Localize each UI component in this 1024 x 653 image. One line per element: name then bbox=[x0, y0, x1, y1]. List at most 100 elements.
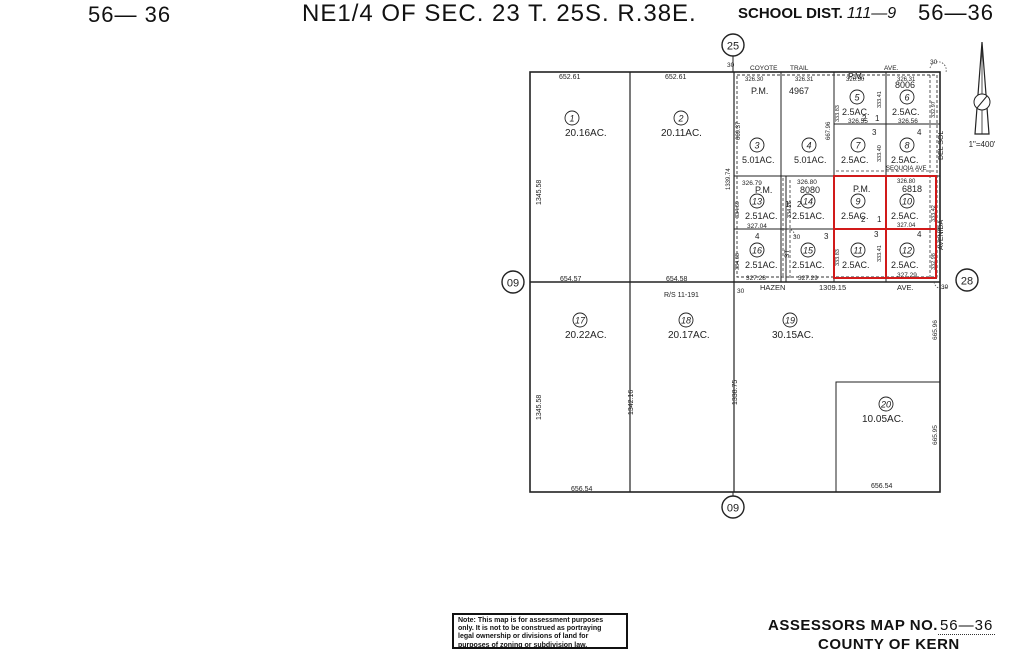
dimension: 326.30 bbox=[745, 77, 764, 83]
dimension: 327.04 bbox=[897, 223, 916, 229]
dimension: 332.98 bbox=[931, 253, 937, 270]
parcel-number-circle bbox=[801, 137, 817, 153]
lot-number: 1 bbox=[877, 215, 882, 224]
school-district: SCHOOL DIST. 111—9 bbox=[738, 5, 896, 23]
parcel-number: 6 bbox=[904, 93, 909, 103]
parcel-number-circle bbox=[850, 242, 866, 258]
dimension: 665.96 bbox=[932, 320, 939, 340]
dimension: 1342.16 bbox=[628, 390, 635, 415]
svg-text:09: 09 bbox=[727, 503, 739, 515]
parcel-number-circle bbox=[564, 110, 580, 126]
parcel-number-circle bbox=[878, 396, 894, 412]
dimension: 1345.58 bbox=[536, 180, 543, 205]
svg-text:28: 28 bbox=[961, 276, 973, 288]
street-width: 30 bbox=[930, 59, 938, 66]
dimension: 334.26 bbox=[787, 201, 793, 218]
parcel-map-label: P.M. bbox=[848, 71, 864, 81]
parcel-acreage: 2.5AC. bbox=[891, 260, 919, 270]
parcel-number: 2 bbox=[677, 114, 683, 124]
parcel-acreage: 2.51AC. bbox=[745, 260, 778, 270]
dimension: 326.80 bbox=[797, 179, 817, 186]
parcel-number: 5 bbox=[854, 93, 860, 103]
parcel-acreage: 5.01AC. bbox=[742, 155, 775, 165]
parcel-number: 17 bbox=[575, 316, 586, 326]
dimension: 654.58 bbox=[666, 276, 688, 283]
parcel-number: 9 bbox=[855, 197, 860, 207]
note-line: Note: This map is for assessment purpose… bbox=[458, 617, 604, 624]
dimension: 1338.75 bbox=[732, 380, 739, 405]
parcel-6: 6 2.5AC. bbox=[892, 89, 920, 117]
parcel-number: 12 bbox=[902, 246, 912, 256]
dimension: 327.29 bbox=[798, 275, 818, 282]
parcel-number-circle bbox=[850, 193, 866, 209]
parcel-number-circle bbox=[849, 89, 865, 105]
disclaimer-note: Note: This map is for assessment purpose… bbox=[452, 613, 628, 649]
parcel-acreage: 2.51AC. bbox=[745, 211, 778, 221]
street-name: AVE. bbox=[884, 65, 899, 72]
dimension: 669.37 bbox=[736, 121, 742, 140]
parcel-acreage: 2.5AC. bbox=[841, 155, 869, 165]
dimension: 1309.15 bbox=[819, 283, 846, 292]
parcel-acreage: 20.17AC. bbox=[668, 330, 710, 341]
street-name: TRAIL bbox=[790, 65, 809, 72]
dimension: 333.42 bbox=[931, 205, 937, 222]
parcel-2: 2 20.11AC. bbox=[661, 110, 702, 139]
corner-arc bbox=[784, 228, 796, 237]
ref-circle-top: 25 bbox=[721, 33, 745, 57]
parcel-number: 13 bbox=[752, 197, 762, 207]
parcel-10: 102.5AC. bbox=[891, 193, 919, 221]
parcel-map-number: 8006 bbox=[895, 80, 915, 90]
parcel-15: 152.51AC. bbox=[792, 242, 825, 270]
parcel-number-circle bbox=[572, 312, 588, 328]
lot-number: 4 bbox=[917, 230, 922, 239]
lot-number: 3 bbox=[874, 230, 879, 239]
parcel-number-circle bbox=[899, 193, 915, 209]
dimension: 326.31 bbox=[795, 77, 814, 83]
ref-circle-left: 09 bbox=[501, 270, 525, 294]
parcel-map-number: 6818 bbox=[902, 184, 922, 194]
svg-text:25: 25 bbox=[727, 41, 739, 53]
parcel-number: 11 bbox=[853, 246, 862, 256]
parcel-number-circle bbox=[800, 242, 816, 258]
parcel-labels: 120.16AC.220.11AC.35.01AC.45.01AC.52.5AC… bbox=[564, 89, 920, 425]
parcel-number-circle bbox=[673, 110, 689, 126]
parcel-5: 52.5AC. bbox=[842, 89, 870, 117]
street-name: AVENIDA bbox=[938, 219, 945, 250]
dimension: 327.28 bbox=[746, 275, 766, 282]
dimension: 334.69 bbox=[735, 201, 741, 218]
parcel-number-circle bbox=[800, 193, 816, 209]
map-scale: 1"=400' bbox=[969, 140, 996, 149]
street-name: COYOTE bbox=[750, 65, 778, 72]
parcel-number-circle bbox=[899, 137, 915, 153]
street-name: SEQUOIA bbox=[886, 166, 913, 172]
dimension: 652.61 bbox=[665, 74, 687, 81]
parcel-acreage: 2.5AC. bbox=[891, 211, 919, 221]
header-right-code: 56—36 bbox=[918, 0, 994, 25]
street-width: 30 bbox=[737, 288, 745, 295]
dimension: 652.61 bbox=[559, 74, 581, 81]
dimension: 334.68 bbox=[735, 253, 741, 270]
parcel-9: 9 2.5AC. bbox=[841, 193, 869, 221]
school-district-label: SCHOOL DIST. bbox=[738, 5, 843, 22]
ref-circle-right: 28 bbox=[955, 268, 979, 292]
dimension: 1345.58 bbox=[536, 395, 543, 420]
dimension: 326.55 bbox=[848, 118, 868, 125]
lot-number: 1 bbox=[875, 114, 880, 123]
street-width: 30 bbox=[941, 284, 949, 291]
parcel-number: 1 bbox=[569, 114, 574, 124]
parcel-number-circle bbox=[850, 137, 866, 153]
lot-number: 2 bbox=[797, 200, 802, 209]
parcel-acreage: 30.15AC. bbox=[772, 330, 814, 341]
dimension: 333.41 bbox=[877, 245, 883, 262]
parcel-acreage: 2.5AC. bbox=[841, 211, 869, 221]
map-title: NE1/4 OF SEC. 23 T. 25S. R.38E. bbox=[302, 0, 697, 27]
parcel-acreage: 20.11AC. bbox=[661, 128, 702, 139]
parcel-number: 16 bbox=[752, 246, 762, 256]
dimension: 326.80 bbox=[897, 179, 916, 185]
parcel-number: 4 bbox=[806, 141, 811, 151]
parcel-number-circle bbox=[749, 193, 765, 209]
parcel-acreage: 2.51AC. bbox=[792, 211, 825, 221]
parcel-acreage: 2.5AC. bbox=[892, 107, 920, 117]
